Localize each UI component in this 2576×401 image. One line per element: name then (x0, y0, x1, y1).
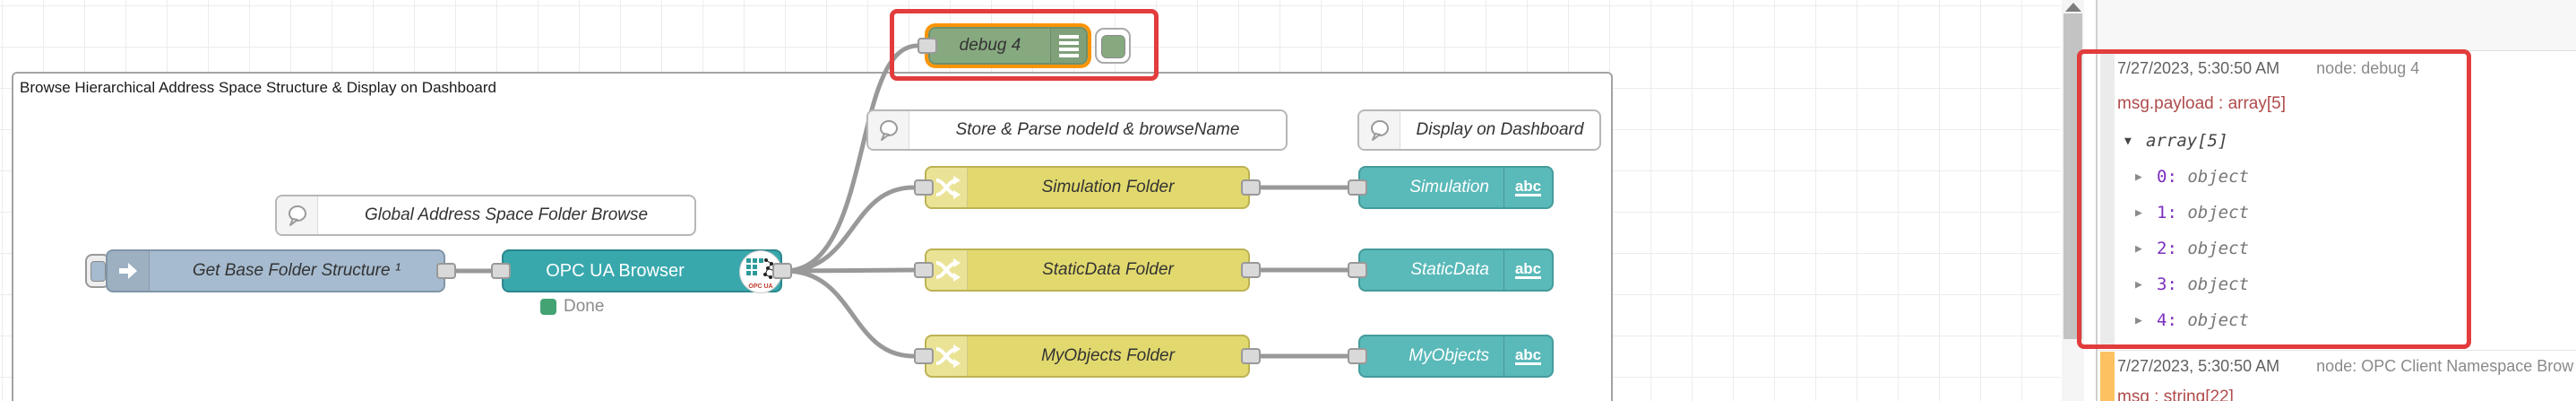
flow-group[interactable] (12, 72, 1613, 401)
ui-text-input-port[interactable] (1348, 179, 1367, 196)
ui-text-node-myobjects[interactable]: MyObjects abc (1358, 335, 1554, 378)
comment-label: Store & Parse nodeId & browseName (955, 120, 1240, 139)
switch-label: MyObjects Folder (1041, 346, 1175, 365)
wire-layer (452, 43, 1356, 359)
tree-item-key[interactable]: 3: (2157, 275, 2177, 294)
tree-item-key[interactable]: 4: (2157, 310, 2177, 330)
switch-label: StaticData Folder (1042, 260, 1174, 279)
comment-global-browse[interactable]: Global Address Space Folder Browse (275, 195, 696, 236)
comment-bubble-icon (1359, 111, 1400, 149)
comment-display-dashboard[interactable]: Display on Dashboard (1357, 109, 1601, 151)
tree-collapse-icon[interactable]: ▶ (2135, 170, 2142, 184)
ui-text-input-port[interactable] (1348, 348, 1367, 364)
status-dot-icon (540, 299, 556, 315)
debug-message-gutter (2100, 54, 2115, 348)
debug-message-timestamp: 7/27/2023, 5:30:50 AM (2117, 59, 2280, 77)
tree-item-value: object (2187, 239, 2249, 258)
opcua-icon-caption: OPC UA (748, 283, 773, 290)
flow-canvas[interactable]: Browse Hierarchical Address Space Struct… (0, 0, 2061, 401)
switch-node-staticdata[interactable]: StaticData Folder (925, 248, 1250, 292)
debug-message-source-node: node: debug 4 (2316, 59, 2420, 77)
abc-text-icon: abc (1503, 336, 1552, 376)
abc-text-icon: abc (1503, 250, 1552, 290)
ui-text-label: StaticData (1410, 260, 1489, 279)
comment-store-parse[interactable]: Store & Parse nodeId & browseName (866, 109, 1288, 151)
debug-message-gutter-highlight (2100, 352, 2115, 401)
ui-text-node-staticdata[interactable]: StaticData abc (1358, 248, 1554, 292)
debug-message-source-node: node: OPC Client Namespace Brow (2316, 357, 2574, 375)
sidebar-separator[interactable] (2096, 0, 2098, 401)
opcua-output-port[interactable] (772, 263, 792, 279)
status-text: Done (564, 297, 605, 316)
wire-opc-to-simulation[interactable] (782, 185, 917, 274)
switch-output-port[interactable] (1241, 262, 1261, 278)
debug-sidebar-header-area (2098, 0, 2576, 50)
switch-input-port[interactable] (914, 348, 934, 364)
annotation-debug-node (890, 9, 1159, 81)
debug-node[interactable]: debug 4 (925, 23, 1091, 68)
debug-input-port[interactable] (918, 38, 937, 54)
tree-expand-icon[interactable]: ▼ (2124, 135, 2132, 148)
inject-button-inner (90, 261, 106, 282)
ui-text-label: Simulation (1409, 178, 1489, 196)
opcua-browser-label: OPC UA Browser (546, 260, 685, 281)
inject-label: Get Base Folder Structure ¹ (192, 261, 401, 280)
tree-item-key[interactable]: 1: (2157, 203, 2177, 222)
debug-toggle-state (1101, 35, 1125, 58)
tree-collapse-icon[interactable]: ▶ (2135, 278, 2142, 292)
ui-text-label: MyObjects (1409, 346, 1489, 365)
switch-icon (926, 168, 968, 207)
tree-root-label[interactable]: array[5] (2146, 131, 2228, 151)
switch-node-myobjects[interactable]: MyObjects Folder (925, 335, 1250, 378)
comment-label: Display on Dashboard (1416, 120, 1584, 139)
switch-node-simulation[interactable]: Simulation Folder (925, 166, 1250, 209)
comment-label: Global Address Space Folder Browse (364, 205, 649, 224)
abc-text-icon: abc (1503, 168, 1552, 207)
switch-input-port[interactable] (914, 262, 934, 278)
wire-opc-to-debug[interactable] (782, 43, 920, 274)
debug-label: debug 4 (959, 36, 1021, 55)
opcua-input-port[interactable] (491, 263, 511, 279)
tree-item-value: object (2187, 203, 2249, 222)
switch-output-port[interactable] (1241, 179, 1261, 196)
inject-output-port[interactable] (436, 263, 456, 279)
switch-output-port[interactable] (1241, 348, 1261, 364)
debug-message-property: msg : string[22] (2117, 388, 2234, 401)
debug-output-icon (1050, 29, 1086, 63)
tree-item-key[interactable]: 2: (2157, 239, 2177, 258)
ui-text-node-simulation[interactable]: Simulation abc (1358, 166, 1554, 209)
ui-text-input-port[interactable] (1348, 262, 1367, 278)
tree-collapse-icon[interactable]: ▶ (2135, 314, 2142, 327)
debug-message-property: msg.payload : array[5] (2117, 94, 2286, 113)
annotation-debug-message (2077, 49, 2471, 349)
tree-collapse-icon[interactable]: ▶ (2135, 242, 2142, 256)
wire-opc-to-myobjects[interactable] (782, 268, 917, 359)
group-label: Browse Hierarchical Address Space Struct… (20, 79, 496, 96)
wire-opc-to-staticdata[interactable] (782, 267, 917, 274)
debug-sidebar: 7/27/2023, 5:30:50 AM node: debug 4 msg.… (2098, 0, 2576, 401)
tree-item-value: object (2187, 167, 2249, 187)
inject-node[interactable]: Get Base Folder Structure ¹ (106, 249, 445, 292)
switch-icon (926, 336, 968, 376)
switch-label: Simulation Folder (1041, 178, 1175, 196)
debug-message-timestamp: 7/27/2023, 5:30:50 AM (2117, 357, 2280, 375)
tree-collapse-icon[interactable]: ▶ (2135, 206, 2142, 220)
debug-enable-toggle[interactable] (1095, 28, 1131, 64)
comment-bubble-icon (868, 111, 909, 149)
opcua-browser-node[interactable]: OPC UA Browser (502, 249, 782, 293)
tree-item-value: object (2187, 275, 2249, 294)
inject-icon (108, 251, 150, 291)
comment-bubble-icon (277, 196, 318, 234)
switch-input-port[interactable] (914, 179, 934, 196)
tree-item-value: object (2187, 310, 2249, 330)
opcua-status: Done (540, 297, 604, 317)
tree-item-key[interactable]: 0: (2157, 167, 2177, 187)
scrollbar-up-arrow-icon[interactable] (2065, 3, 2081, 12)
